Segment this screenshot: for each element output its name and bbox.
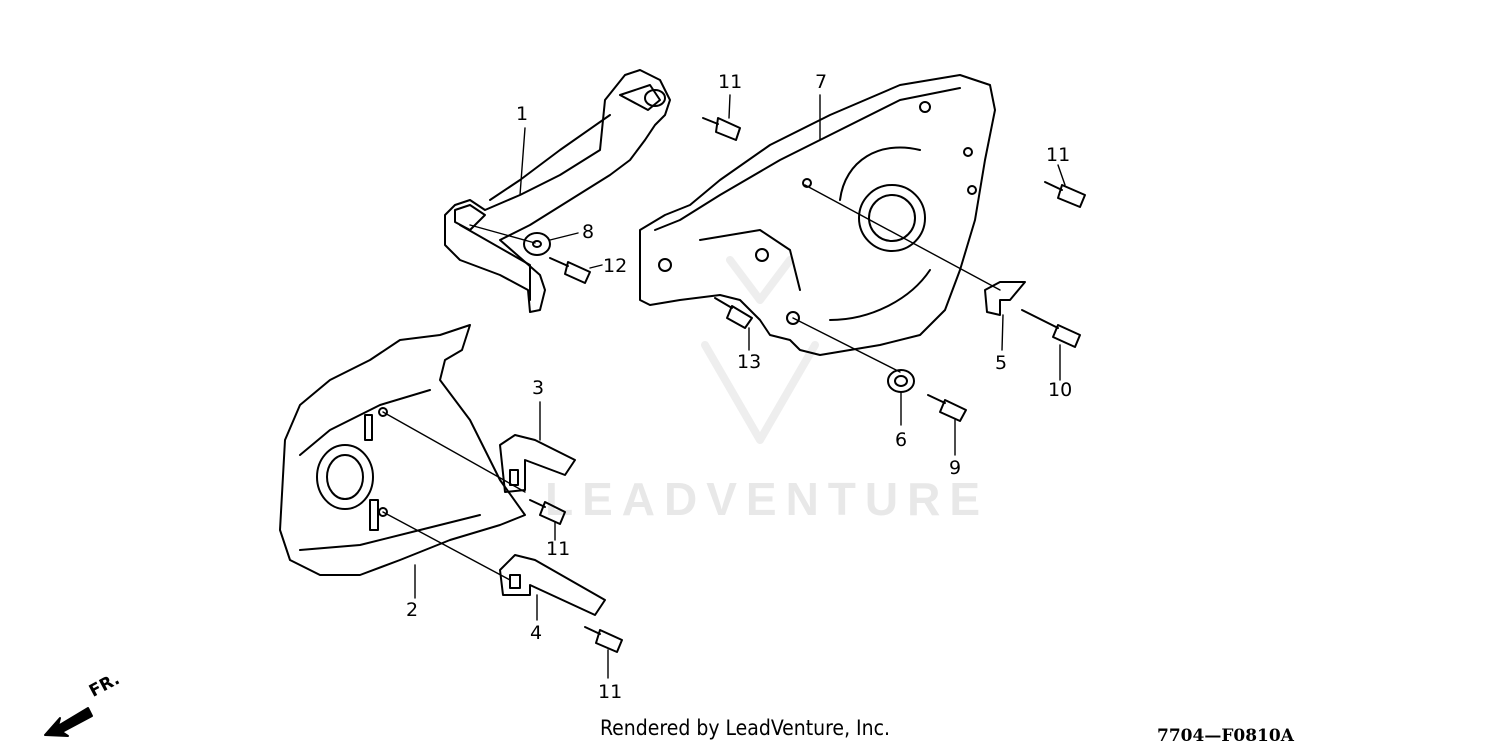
bolt-13 [714,297,753,329]
callout-11-bottom: 11 [598,681,623,703]
part-5-clip [984,281,1026,316]
credit-text: Rendered by LeadVenture, Inc. [600,716,890,740]
watermark-text: LEADVENTURE [545,473,990,525]
watermark-logo [701,256,819,444]
callout-11-top: 11 [718,71,743,93]
bolt-11-bottom [584,626,623,653]
callout-13: 13 [737,351,762,373]
part-3-clip [499,434,576,493]
callout-7: 7 [815,71,828,93]
bolt-11-mid [529,499,566,525]
front-arrow-icon [44,707,93,737]
part-8-washer [523,232,551,256]
callout-3: 3 [532,377,545,399]
callout-2: 2 [406,599,419,621]
callout-11-mid: 11 [546,538,571,560]
bolt-9 [927,394,967,422]
bolt-11-right [1044,181,1086,208]
part-2-lower-cover [279,324,526,576]
diagram-code: 7704—F0810A [1157,726,1294,746]
callout-10: 10 [1048,379,1073,401]
callout-8: 8 [582,221,595,243]
callout-12: 12 [603,255,628,277]
callout-1: 1 [516,103,529,125]
bolt-10 [1021,309,1081,348]
leader-lines [382,94,1066,679]
callout-6: 6 [895,429,908,451]
bolt-12 [549,257,591,284]
callout-11-right: 11 [1046,144,1071,166]
callout-5: 5 [995,352,1008,374]
part-6-nut [887,369,915,393]
callout-4: 4 [530,622,543,644]
bolt-11-top [702,117,741,141]
callout-9: 9 [949,457,962,479]
part-4-clip [499,554,606,616]
part-1-bracket [444,69,671,313]
part-7-cover [639,74,996,356]
